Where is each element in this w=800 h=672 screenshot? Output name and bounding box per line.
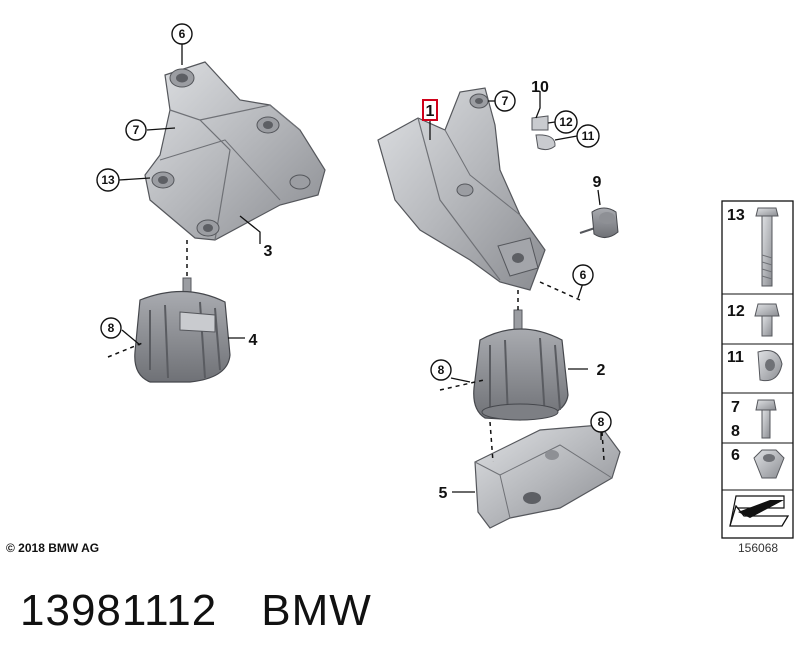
callout-8-middle: 8	[430, 359, 452, 381]
svg-text:8: 8	[731, 423, 740, 440]
svg-text:1: 1	[426, 103, 435, 120]
label-part-10: 10	[531, 79, 549, 96]
panel-row-13: 13	[727, 207, 779, 287]
image-number: 156068	[738, 541, 779, 555]
svg-text:8: 8	[598, 415, 605, 429]
callout-7-left: 7	[125, 119, 147, 141]
label-part-4: 4	[249, 332, 258, 349]
rubber-stop-part-9	[579, 207, 619, 238]
svg-text:13: 13	[101, 173, 115, 187]
panel-row-11: 11	[727, 349, 783, 382]
svg-text:7: 7	[133, 123, 140, 137]
engine-mount-left-part-4	[134, 277, 231, 383]
callout-6-right: 6	[572, 264, 594, 286]
callout-13: 13	[96, 168, 120, 192]
parts-panel: 13 12 11 7 8 6	[721, 200, 794, 539]
label-part-9: 9	[593, 174, 602, 191]
svg-text:12: 12	[559, 115, 573, 129]
clip-parts-10-11-12	[531, 115, 556, 151]
svg-text:7: 7	[731, 399, 740, 416]
callout-6-top-left: 6	[171, 23, 193, 45]
bracket-left-part-3	[144, 61, 326, 241]
svg-text:6: 6	[731, 447, 740, 464]
footer-caption: 13981112 BMW	[20, 586, 372, 636]
copyright-notice: © 2018 BMW AG	[6, 541, 100, 555]
direction-arrow-icon	[729, 495, 790, 527]
label-part-3: 3	[264, 243, 273, 260]
svg-text:6: 6	[580, 268, 587, 282]
svg-text:8: 8	[438, 363, 445, 377]
panel-row-12: 12	[727, 303, 780, 337]
svg-text:12: 12	[727, 303, 745, 320]
callout-11: 11	[576, 124, 600, 148]
callout-8-lower: 8	[590, 411, 612, 433]
callout-7-right: 7	[494, 90, 516, 112]
svg-text:6: 6	[179, 27, 186, 41]
highlighted-label-part-1: 1	[422, 99, 438, 121]
svg-text:7: 7	[502, 94, 509, 108]
label-part-5: 5	[439, 485, 448, 502]
brand-name: BMW	[261, 586, 372, 635]
panel-row-6: 6	[731, 447, 785, 479]
bracket-right-part-1	[377, 87, 546, 291]
svg-text:13: 13	[727, 207, 745, 224]
panel-row-7-8: 7 8	[731, 399, 777, 440]
callout-8-left: 8	[100, 317, 122, 339]
svg-text:11: 11	[727, 349, 744, 366]
part-number: 13981112	[20, 586, 218, 635]
leader-lines	[118, 43, 602, 493]
svg-text:11: 11	[582, 129, 595, 143]
svg-text:8: 8	[108, 321, 115, 335]
bracket-lower-part-5	[474, 424, 621, 529]
engine-mount-right-part-2	[473, 309, 569, 421]
callout-12: 12	[554, 110, 578, 134]
label-part-2: 2	[597, 362, 606, 379]
